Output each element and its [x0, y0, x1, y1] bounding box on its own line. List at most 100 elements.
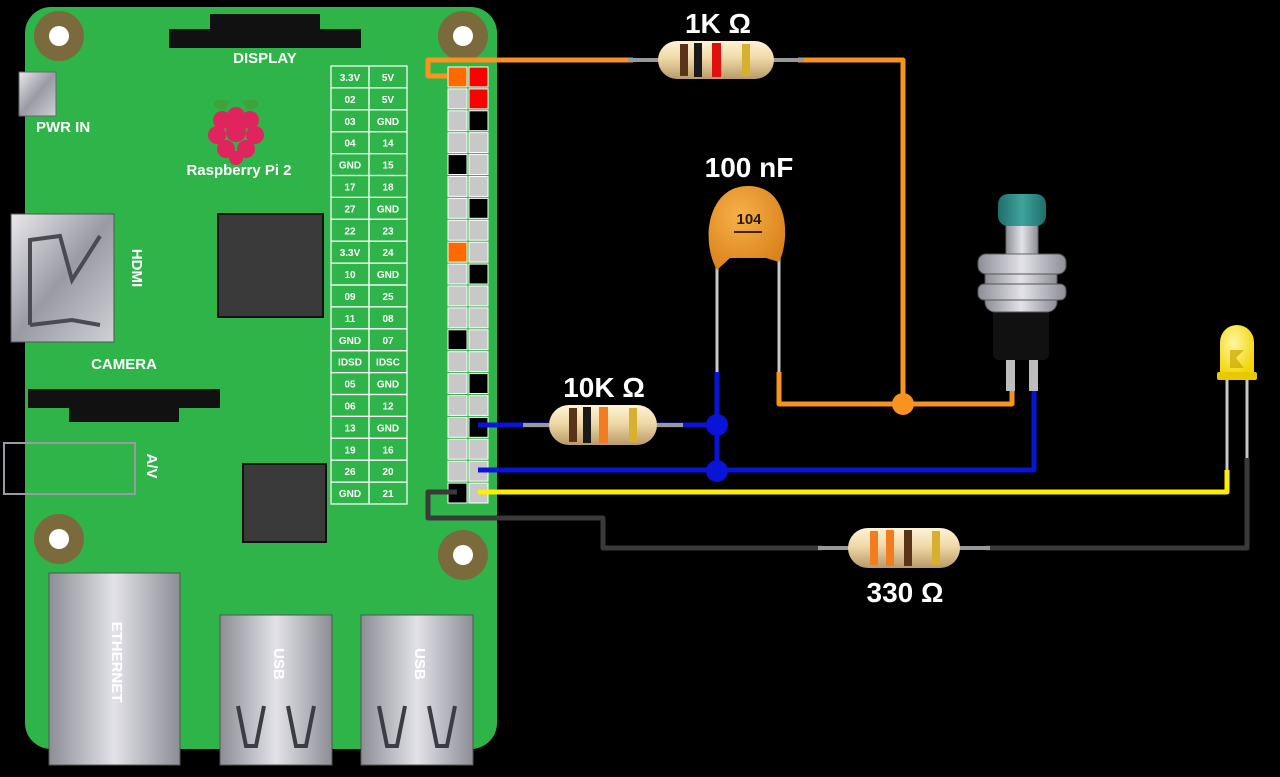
pin-label: 12	[382, 401, 394, 412]
pin-label: 06	[344, 401, 356, 412]
pin-label: GND	[377, 117, 399, 128]
gpio-pin	[447, 154, 468, 176]
pin-label: 03	[344, 117, 356, 128]
gpio-pin	[447, 110, 468, 132]
av-jack	[3, 442, 136, 495]
pin-label: 3.3V	[340, 248, 361, 259]
raspberry-pi-board: DISPLAY PWR IN Raspberry Pi 2 H	[3, 7, 497, 766]
pin-label: GND	[339, 489, 361, 500]
hdmi-label: HDMI	[128, 249, 145, 287]
board-pcb	[25, 7, 497, 749]
gpio-pin	[468, 66, 489, 88]
pin-label: 07	[382, 336, 394, 347]
pin-label: 3.3V	[340, 73, 361, 84]
gpio-pin	[468, 176, 489, 197]
resistor-1k	[628, 41, 804, 79]
pin-label: 23	[382, 226, 394, 237]
junction-dot-blue-1	[706, 414, 728, 436]
gpio-pin	[447, 438, 468, 460]
wire-blue-gnd-to-button	[478, 390, 1037, 473]
pin-label: 5V	[382, 95, 395, 106]
pin-label: GND	[377, 270, 399, 281]
gpio-pin	[447, 460, 468, 482]
pwr-in-label: PWR IN	[36, 119, 90, 136]
pin-label: 05	[344, 380, 356, 391]
gpio-pin	[447, 263, 468, 285]
gpio-pin	[447, 395, 468, 416]
wire-yellow-gpio-to-led	[478, 470, 1230, 495]
pin-label: IDSC	[376, 358, 400, 369]
wires	[425, 57, 1250, 551]
gpio-pin	[447, 66, 468, 88]
pin-label: GND	[339, 161, 361, 172]
pin-label: GND	[377, 423, 399, 434]
pin-label: 26	[344, 467, 356, 478]
wire-gray-gnd-to-330	[425, 489, 822, 551]
gpio-pin	[468, 197, 489, 219]
gpio-pin	[447, 416, 468, 438]
gpio-pin	[468, 263, 489, 285]
pin-label: 11	[345, 314, 356, 325]
ethernet-label: ETHERNET	[108, 622, 125, 703]
av-label: A/V	[143, 453, 160, 478]
gpio-pin	[468, 285, 489, 307]
gpio-pin	[447, 373, 468, 395]
hdmi-port	[10, 213, 115, 343]
pin-label: 04	[344, 139, 356, 150]
ethernet-port	[48, 572, 181, 766]
pin-label: 09	[344, 292, 356, 303]
pin-label: GND	[377, 204, 399, 215]
capacitor-label: 100 nF	[705, 152, 794, 183]
pin-label: 19	[344, 445, 356, 456]
pin-label: 16	[382, 445, 394, 456]
lan-chip	[242, 463, 327, 543]
gpio-pin	[468, 154, 489, 176]
pin-label: 25	[382, 292, 394, 303]
camera-connector	[28, 389, 220, 422]
camera-label: CAMERA	[91, 356, 157, 373]
resistor-10k	[523, 405, 683, 445]
wire-orange-3v3-to-1k	[425, 57, 633, 79]
gpio-pin	[468, 351, 489, 373]
gpio-pin	[447, 88, 468, 110]
capacitor-100nf	[708, 186, 786, 372]
pin-label: 27	[344, 204, 356, 215]
gpio-pin	[447, 176, 468, 197]
power-in-port	[18, 71, 57, 117]
pin-label: 14	[382, 139, 394, 150]
pin-label: 5V	[382, 73, 395, 84]
gpio-pin	[468, 307, 489, 329]
gpio-pin	[468, 132, 489, 154]
usb-port-2	[360, 614, 474, 766]
resistor-1k-label: 1K Ω	[685, 8, 751, 39]
gpio-pin	[447, 351, 468, 373]
gpio-pin	[468, 329, 489, 351]
soc-chip	[217, 213, 324, 318]
gpio-pin	[447, 285, 468, 307]
gpio-pin	[447, 329, 468, 351]
pin-label: 17	[344, 182, 356, 193]
board-name-label: Raspberry Pi 2	[186, 162, 291, 179]
resistor-10k-label: 10K Ω	[563, 372, 645, 403]
gpio-pin	[447, 241, 468, 263]
gpio-pin	[447, 132, 468, 154]
junction-dot-orange	[892, 393, 914, 415]
gpio-pin	[468, 438, 489, 460]
usb-port-1	[219, 614, 333, 766]
pin-label: 22	[344, 226, 356, 237]
display-connector	[169, 14, 361, 48]
pin-label: GND	[339, 336, 361, 347]
push-button	[977, 194, 1067, 391]
raspberry-logo-icon	[208, 99, 264, 165]
usb-label-1: USB	[270, 648, 287, 680]
junction-dot-blue-2	[706, 460, 728, 482]
gpio-pin	[468, 373, 489, 395]
mounting-holes	[34, 11, 488, 580]
wire-orange-1k-to-node	[798, 57, 906, 404]
gpio-pin	[447, 307, 468, 329]
pin-label: 13	[344, 423, 356, 434]
pin-label: 02	[344, 95, 356, 106]
gpio-pin	[447, 197, 468, 219]
